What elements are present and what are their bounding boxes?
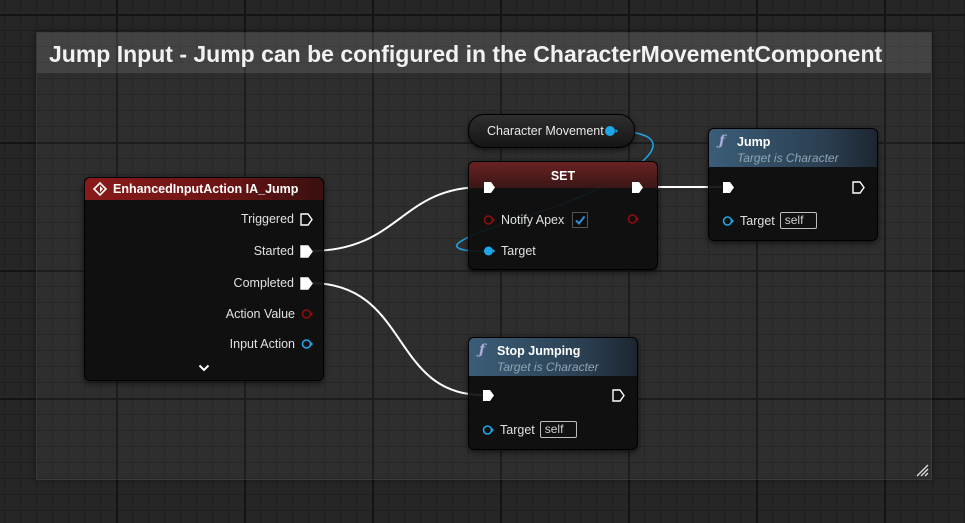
jump-target-pin-row[interactable]: Target self [722,212,817,229]
jump-exec-out-pin-icon[interactable] [852,181,865,194]
notify-apex-bool-pin-icon[interactable] [483,214,495,226]
jump-exec-in-pin-icon[interactable] [722,181,735,194]
action-value-pin-row[interactable]: Action Value [226,307,313,321]
started-pin-label: Started [253,244,294,258]
jump-node-header[interactable]: ƒ Jump Target is Character [709,129,877,167]
set-node-header[interactable]: SET [469,162,657,188]
checkmark-icon [575,215,586,226]
started-exec-pin-icon[interactable] [300,244,313,258]
stop-jumping-target-self-field[interactable]: self [539,421,577,438]
jump-target-label: Target [740,213,775,228]
triggered-exec-pin-icon[interactable] [300,212,313,226]
character-movement-getter-node[interactable]: Character Movement [468,114,635,148]
stop-jumping-function-node[interactable]: ƒ Stop Jumping Target is Character Targe… [468,337,638,450]
jump-node-title: Jump [737,135,771,149]
set-target-pin-row[interactable]: Target [483,244,536,258]
triggered-pin-label: Triggered [240,212,294,226]
stop-jumping-target-label: Target [500,422,535,437]
set-exec-out-pin-icon[interactable] [631,181,644,194]
completed-exec-pin-icon[interactable] [300,276,313,290]
stop-jumping-node-header[interactable]: ƒ Stop Jumping Target is Character [469,338,637,376]
stop-jumping-node-title: Stop Jumping [497,344,581,358]
set-target-object-pin-icon[interactable] [483,245,495,257]
enhanced-input-action-node[interactable]: EnhancedInputAction IA_Jump Triggered St… [84,177,324,381]
character-movement-object-pin-icon[interactable] [604,125,618,137]
action-value-bool-pin-icon[interactable] [301,308,313,320]
set-exec-in-pin-icon[interactable] [483,181,496,194]
jump-node-subtitle: Target is Character [737,151,839,165]
stop-jumping-target-pin-row[interactable]: Target self [482,421,577,438]
character-movement-label: Character Movement [487,124,604,138]
set-node[interactable]: SET Notify Apex Target [468,161,658,270]
completed-pin-label: Completed [233,276,294,290]
function-icon: ƒ [719,133,726,149]
stop-jumping-target-object-pin-icon[interactable] [482,424,494,436]
jump-target-self-field[interactable]: self [779,212,817,229]
notify-apex-label: Notify Apex [501,213,565,227]
set-target-label: Target [501,244,536,258]
input-action-pin-row[interactable]: Input Action [230,337,313,351]
set-node-title: SET [550,169,576,183]
jump-function-node[interactable]: ƒ Jump Target is Character Target self [708,128,878,241]
resize-handle-icon[interactable] [915,463,929,477]
expand-chevron-down-icon[interactable] [198,364,210,372]
stop-jumping-exec-in-pin-icon[interactable] [482,389,495,402]
input-action-node-title: EnhancedInputAction IA_Jump [113,182,299,196]
notify-apex-checkbox[interactable] [572,212,589,228]
notify-apex-output-bool-pin-icon[interactable] [627,213,639,225]
input-action-object-pin-icon[interactable] [301,338,313,350]
input-action-pin-label: Input Action [229,337,295,351]
triggered-pin-row[interactable]: Triggered [241,212,313,226]
completed-pin-row[interactable]: Completed [234,276,313,290]
stop-jumping-node-subtitle: Target is Character [497,360,599,374]
function-icon: ƒ [479,342,486,358]
jump-target-object-pin-icon[interactable] [722,215,734,227]
comment-title[interactable]: Jump Input - Jump can be configured in t… [49,41,883,67]
stop-jumping-exec-out-pin-icon[interactable] [612,389,625,402]
started-pin-row[interactable]: Started [254,244,313,258]
comment-header[interactable]: Jump Input - Jump can be configured in t… [37,33,931,73]
event-diamond-icon [93,182,107,196]
input-action-node-header[interactable]: EnhancedInputAction IA_Jump [85,178,323,200]
action-value-pin-label: Action Value [225,307,295,321]
notify-apex-pin-row[interactable]: Notify Apex [483,212,589,228]
